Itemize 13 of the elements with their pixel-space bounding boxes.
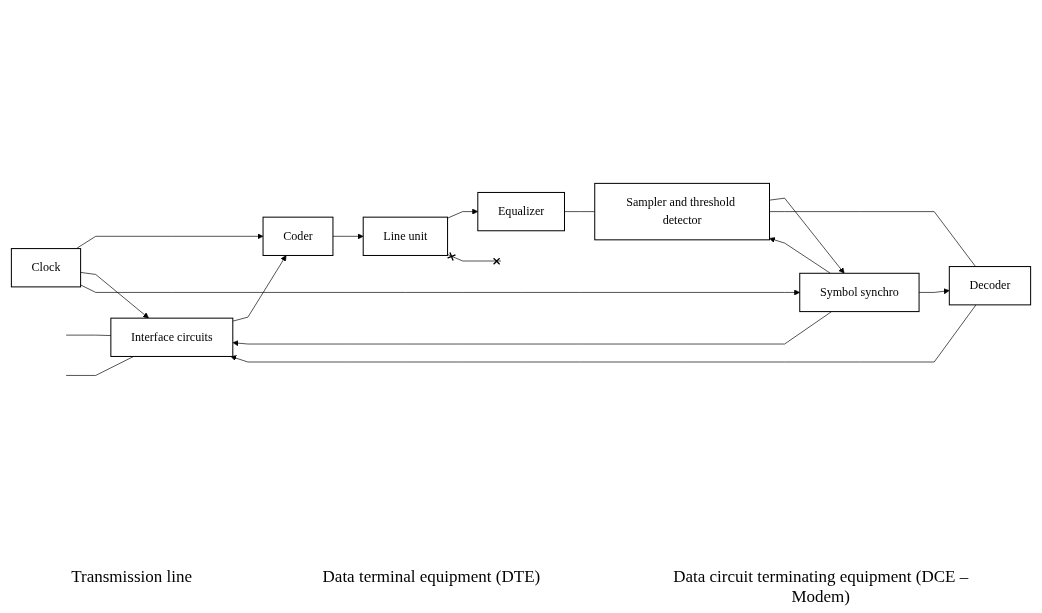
node-box: Interface circuits <box>110 317 234 357</box>
node-box: Clock <box>10 248 82 288</box>
node-box: Sampler and threshold detector <box>594 182 770 241</box>
label-text: Data circuit terminating equipment (DCE – Modem) <box>672 567 970 607</box>
node-box: Line unit <box>362 216 449 256</box>
node-box: Symbol synchro <box>799 272 920 313</box>
node-box: Coder <box>262 216 334 256</box>
connector <box>65 356 134 376</box>
connector <box>769 211 976 267</box>
label-text: Data terminal equipment (DTE) <box>322 567 541 588</box>
label-text: Transmission line <box>71 567 193 588</box>
node-box: Equalizer <box>477 192 565 232</box>
node-box: Decoder <box>948 266 1032 306</box>
